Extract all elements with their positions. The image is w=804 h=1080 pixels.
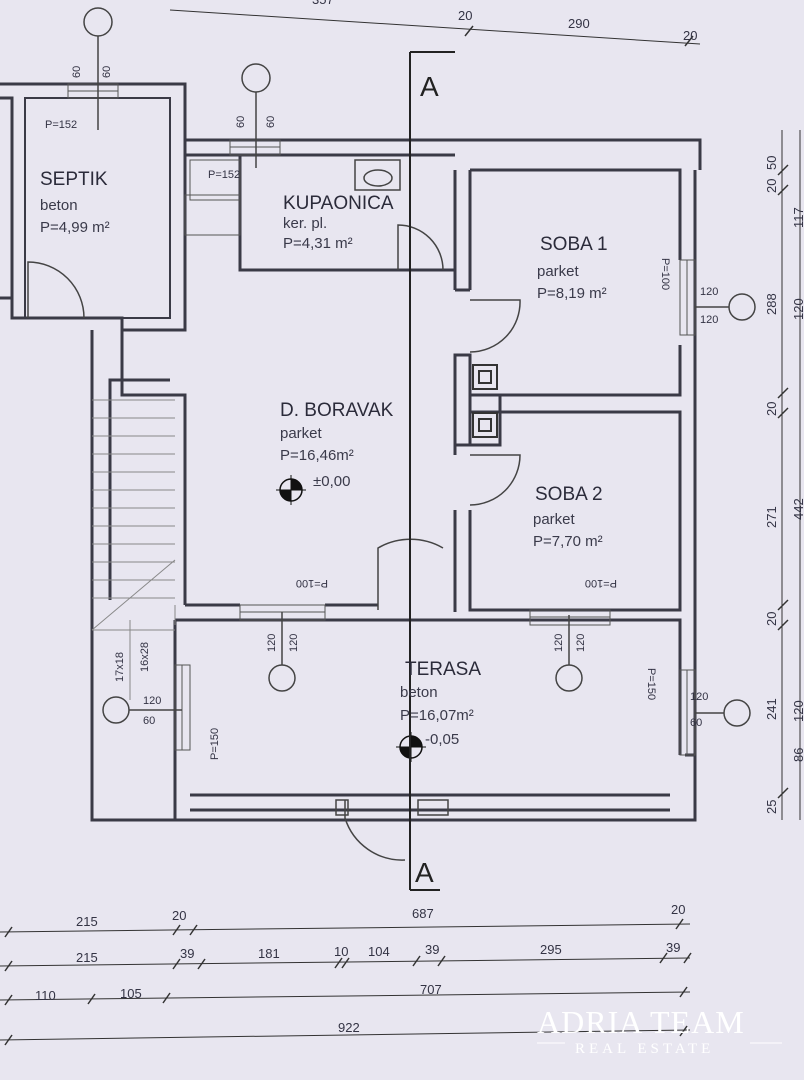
dim-bottom: 215 bbox=[76, 914, 98, 929]
septik-material: beton bbox=[40, 197, 78, 214]
opening-p150-left: P=150 bbox=[209, 728, 221, 760]
boravak-level: ±0,00 bbox=[313, 473, 350, 490]
dim-bottom: 39 bbox=[666, 940, 680, 955]
dim-top: 290 bbox=[568, 16, 590, 31]
dim-bottom: 20 bbox=[671, 902, 685, 917]
dim-bottom-total: 922 bbox=[338, 1020, 360, 1035]
window-width: 120 bbox=[143, 695, 161, 707]
dim-right-outer: 86 bbox=[791, 748, 804, 762]
opening-p100-soba1: P=100 bbox=[659, 258, 671, 290]
dim-right: 20 bbox=[764, 402, 779, 416]
soba1-name: SOBA 1 bbox=[540, 234, 608, 255]
dim-right-outer: 117 bbox=[791, 207, 804, 228]
window-height: 60 bbox=[101, 66, 113, 78]
window-strips bbox=[67, 83, 696, 756]
dim-right: 20 bbox=[764, 612, 779, 626]
dim-top: 20 bbox=[458, 8, 472, 23]
soba2-area: P=7,70 m² bbox=[533, 533, 603, 550]
window-width: 120 bbox=[690, 691, 708, 703]
dim-right-outer: 120 bbox=[791, 298, 804, 320]
kupaonica-name: KUPAONICA bbox=[283, 193, 394, 214]
window-width: 120 bbox=[266, 634, 278, 652]
dim-right: 288 bbox=[764, 293, 779, 315]
dim-right-outer: 442 bbox=[791, 498, 804, 520]
dim-right: 241 bbox=[764, 698, 779, 720]
kupaonica-material: ker. pl. bbox=[283, 215, 327, 232]
opening-p150-right: P=150 bbox=[645, 668, 657, 700]
kupaonica-area: P=4,31 m² bbox=[283, 235, 353, 252]
dim-bottom: 104 bbox=[368, 944, 390, 959]
soba2-material: parket bbox=[533, 511, 576, 528]
section-line bbox=[409, 51, 455, 891]
window-height: 60 bbox=[690, 717, 702, 729]
terasa-material: beton bbox=[400, 684, 438, 701]
septik-name: SEPTIK bbox=[40, 169, 108, 190]
soba2-walls bbox=[453, 410, 682, 612]
dimension-ticks bbox=[4, 25, 789, 1046]
soba1-material: parket bbox=[537, 263, 580, 280]
terasa-name: TERASA bbox=[405, 659, 481, 680]
dim-bottom: 215 bbox=[76, 950, 98, 965]
opening-p100-boravak: P=100 bbox=[296, 577, 328, 589]
dim-top: 20 bbox=[683, 28, 697, 43]
dim-bottom: 10 bbox=[334, 944, 348, 959]
dim-bottom: 39 bbox=[180, 946, 194, 961]
boravak-walls bbox=[120, 330, 457, 612]
opening-p152-b: P=152 bbox=[208, 169, 240, 181]
watermark-brand: ADRIA TEAM bbox=[537, 1004, 745, 1040]
stairs bbox=[91, 399, 176, 700]
dim-bottom: 687 bbox=[412, 906, 434, 921]
window-height: 60 bbox=[71, 66, 83, 78]
stair-dims: 16x28 bbox=[139, 642, 151, 672]
opening-p100-soba2: P=100 bbox=[585, 577, 617, 589]
boravak-material: parket bbox=[280, 425, 323, 442]
boravak-area: P=16,46m² bbox=[280, 447, 354, 464]
watermark-tagline: REAL ESTATE bbox=[575, 1041, 714, 1057]
window-markers bbox=[83, 7, 756, 727]
window-height: 60 bbox=[265, 116, 277, 128]
terasa-area: P=16,07m² bbox=[400, 707, 474, 724]
sink-icon bbox=[354, 159, 401, 191]
window-width: 120 bbox=[553, 634, 565, 652]
dim-right: 271 bbox=[764, 506, 779, 528]
window-height: 120 bbox=[575, 634, 587, 652]
dim-bottom: 110 bbox=[35, 988, 56, 1003]
window-height: 120 bbox=[700, 314, 718, 326]
dim-bottom: 20 bbox=[172, 908, 186, 923]
soba1-area: P=8,19 m² bbox=[537, 285, 607, 302]
soba1-walls bbox=[470, 168, 697, 670]
soba2-name: SOBA 2 bbox=[535, 484, 603, 505]
stair-dims: 17x18 bbox=[114, 652, 126, 682]
section-mark-bottom: A bbox=[415, 857, 434, 888]
section-mark-top: A bbox=[420, 71, 439, 102]
dim-bottom: 105 bbox=[120, 986, 142, 1001]
boravak-name: D. BORAVAK bbox=[280, 400, 394, 421]
level-marker-icon bbox=[276, 475, 306, 505]
dim-bottom: 295 bbox=[540, 942, 562, 957]
window-height: 60 bbox=[143, 715, 155, 727]
terasa-walls bbox=[173, 618, 697, 822]
doors bbox=[27, 224, 521, 861]
window-height: 120 bbox=[288, 634, 300, 652]
dim-right: 20 bbox=[764, 179, 779, 193]
dim-right: 50 bbox=[764, 156, 779, 170]
septik-area: P=4,99 m² bbox=[40, 219, 110, 236]
dim-bottom: 707 bbox=[420, 982, 442, 997]
terasa-level: -0,05 bbox=[425, 731, 459, 748]
dim-right: 25 bbox=[764, 800, 779, 814]
stair-walls bbox=[90, 330, 175, 822]
opening-p152-a: P=152 bbox=[45, 119, 77, 131]
dim-top: 357 bbox=[312, 0, 334, 7]
chimneys bbox=[472, 364, 498, 438]
dimension-lines bbox=[0, 9, 801, 1041]
window-width: 120 bbox=[700, 286, 718, 298]
dim-bottom: 39 bbox=[425, 942, 439, 957]
dim-right-outer: 120 bbox=[791, 700, 804, 722]
window-height: 60 bbox=[235, 116, 247, 128]
dim-bottom: 181 bbox=[258, 946, 280, 961]
